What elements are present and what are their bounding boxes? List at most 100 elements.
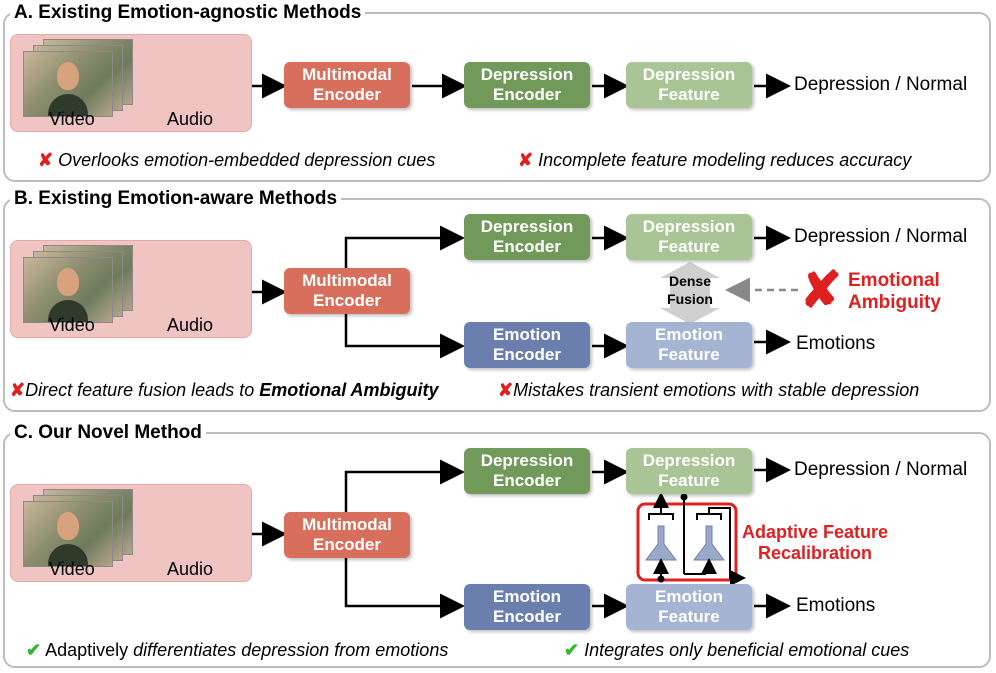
cross-icon: ✘ [10, 380, 26, 400]
note-b1-text: Direct feature fusion leads to [25, 380, 260, 400]
box-label-line1: Depression [480, 65, 574, 84]
emotional-ambiguity-line1: Emotional [848, 270, 940, 291]
emotional-ambiguity-label: Emotional Ambiguity [848, 270, 941, 314]
panel-a-title: A. Existing Emotion-agnostic Methods [10, 2, 366, 24]
depression-encoder: Depression Encoder [464, 448, 590, 494]
note-c1-text: Adaptively [45, 640, 134, 660]
box-label-line2: Feature [658, 345, 720, 364]
note-a1: ✘ Overlooks emotion-embedded depression … [38, 150, 435, 171]
box-label-line2: Encoder [312, 291, 382, 310]
box-label-line2: Encoder [492, 237, 562, 256]
audio-label: Audio [167, 315, 214, 335]
box-label-line1: Multimodal [302, 515, 392, 534]
check-icon: ✔ [564, 640, 580, 660]
emotion-encoder: Emotion Encoder [464, 584, 590, 630]
person-torso [48, 300, 88, 322]
afr-module-frame [636, 502, 738, 582]
person-torso [48, 94, 88, 116]
audio-label: Audio [167, 559, 214, 579]
check-icon: ✔ [26, 640, 42, 660]
depression-encoder: Depression Encoder [464, 62, 590, 108]
video-label: Video [49, 315, 95, 335]
depression-encoder: Depression Encoder [464, 214, 590, 260]
box-label-line2: Encoder [312, 85, 382, 104]
dense-fusion-arrow [660, 262, 720, 324]
emotional-ambiguity-line2: Ambiguity [848, 292, 941, 313]
adaptive-feature-recalibration-label: Adaptive Feature Recalibration [742, 522, 888, 564]
depression-feature: Depression Feature [626, 62, 752, 108]
panel-c-media-group: Video Audio [10, 484, 252, 582]
box-label-line1: Depression [642, 451, 736, 470]
cross-icon: ✘ [38, 150, 54, 170]
panel-c [3, 432, 991, 668]
box-label-line1: Depression [642, 65, 736, 84]
video-label: Video [49, 559, 95, 579]
note-c2: ✔ Integrates only beneficial emotional c… [564, 640, 909, 661]
panel-b-title: B. Existing Emotion-aware Methods [10, 188, 342, 210]
recalibration-funnel-left [645, 525, 677, 561]
person-torso [48, 544, 88, 566]
box-label-line1: Depression [480, 451, 574, 470]
panel-c-title: C. Our Novel Method [10, 422, 206, 444]
panel-a [3, 12, 991, 182]
emotion-feature: Emotion Feature [626, 584, 752, 630]
note-c2-text: Integrates only beneficial emotional cue… [584, 640, 910, 660]
depression-feature: Depression Feature [626, 214, 752, 260]
multimodal-encoder: Multimodal Encoder [284, 512, 410, 558]
note-b2: ✘Mistakes transient emotions with stable… [498, 380, 919, 401]
multimodal-encoder: Multimodal Encoder [284, 268, 410, 314]
box-label-line2: Feature [658, 607, 720, 626]
panel-a-media-group: Video Audio [10, 34, 252, 132]
note-c1-italic: differentiates depression from emotions [133, 640, 449, 660]
note-b2-text: Mistakes transient emotions with stable … [513, 380, 920, 400]
cross-icon: ✘ [498, 380, 514, 400]
output-emotions: Emotions [796, 333, 876, 354]
box-label-line2: Encoder [492, 345, 562, 364]
afr-line2: Recalibration [758, 543, 873, 563]
panel-b [3, 198, 991, 412]
afr-line1: Adaptive Feature [742, 522, 889, 542]
box-label-line1: Emotion [655, 587, 723, 606]
person-face [57, 512, 79, 540]
box-label-line2: Feature [658, 237, 720, 256]
output-depression-normal: Depression / Normal [794, 226, 968, 247]
box-label-line1: Emotion [493, 325, 561, 344]
video-frame-front [23, 51, 113, 117]
output-depression-normal: Depression / Normal [794, 459, 968, 480]
video-frame-front [23, 257, 113, 323]
note-a2: ✘ Incomplete feature modeling reduces ac… [518, 150, 911, 171]
video-label: Video [49, 109, 95, 129]
person-face [57, 268, 79, 296]
emotion-feature: Emotion Feature [626, 322, 752, 368]
box-label-line1: Emotion [493, 587, 561, 606]
emotion-encoder: Emotion Encoder [464, 322, 590, 368]
box-label-line2: Encoder [492, 471, 562, 490]
box-label-line2: Encoder [492, 85, 562, 104]
cross-icon: ✘ [518, 150, 534, 170]
panel-b-media-group: Video Audio [10, 240, 252, 338]
note-b1-bold: Emotional Ambiguity [259, 380, 439, 400]
note-c1: ✔ Adaptively differentiates depression f… [26, 640, 448, 661]
video-frame-front [23, 501, 113, 567]
multimodal-encoder: Multimodal Encoder [284, 62, 410, 108]
dense-fusion-line1: Dense [668, 273, 712, 289]
box-label-line2: Encoder [492, 607, 562, 626]
note-b1: ✘Direct feature fusion leads to Emotiona… [10, 380, 439, 401]
cross-icon: ✘ [800, 262, 842, 318]
box-label-line1: Depression [642, 217, 736, 236]
audio-label: Audio [167, 109, 214, 129]
dense-fusion-label: Dense Fusion [660, 272, 720, 308]
recalibration-funnel-right [693, 525, 725, 561]
note-a2-text: Incomplete feature modeling reduces accu… [538, 150, 912, 170]
box-label-line2: Feature [658, 471, 720, 490]
note-a1-text: Overlooks emotion-embedded depression cu… [58, 150, 436, 170]
depression-feature: Depression Feature [626, 448, 752, 494]
box-label-line1: Emotion [655, 325, 723, 344]
person-face [57, 62, 79, 90]
box-label-line1: Depression [480, 217, 574, 236]
output-depression-normal: Depression / Normal [794, 74, 968, 95]
box-label-line2: Feature [658, 85, 720, 104]
box-label-line1: Multimodal [302, 65, 392, 84]
output-emotions: Emotions [796, 595, 876, 616]
